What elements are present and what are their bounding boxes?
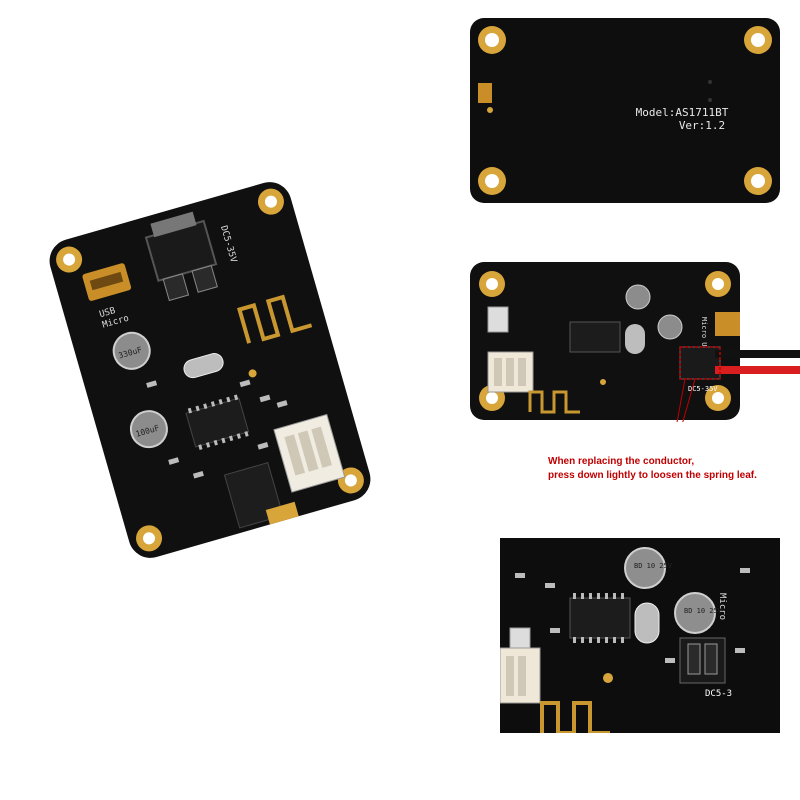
ic-chip	[569, 321, 621, 353]
capacitor	[624, 547, 666, 589]
dc-label: DC5-3	[705, 689, 732, 699]
pcb-body	[470, 18, 780, 203]
dc-label: DC5-35V	[688, 385, 718, 393]
svg-text:BD 10 25V: BD 10 25V	[684, 607, 723, 615]
main-board-photo: DC5-35V USB Micro 330uF 100uF	[40, 180, 380, 560]
annotation-line-1: When replacing the conductor,	[548, 456, 694, 467]
back-board-photo: Model:AS1711BT Ver:1.2	[470, 18, 780, 203]
capacitor	[112, 331, 151, 370]
antenna-trace	[540, 701, 610, 733]
red-wire	[715, 366, 800, 374]
black-wire	[715, 350, 800, 358]
back-board-svg: Model:AS1711BT Ver:1.2	[470, 18, 780, 203]
annotation-line-2: press down lightly to loosen the spring …	[548, 470, 757, 481]
annotation-svg: When replacing the conductor, press down…	[548, 456, 757, 481]
micro-usb-port	[715, 312, 740, 336]
main-board-svg: DC5-35V USB Micro 330uF 100uF	[49, 182, 371, 558]
svg-text:BD 10 25V: BD 10 25V	[634, 562, 673, 570]
wired-board-svg: Micro USB DC5-35V	[470, 262, 800, 461]
usb-label: Micro USB	[700, 317, 708, 355]
usb-label: Micro	[717, 593, 727, 620]
power-terminal	[679, 637, 726, 684]
capacitor	[674, 592, 716, 634]
ic-chip	[569, 597, 631, 639]
model-label: Model:AS1711BT	[636, 106, 729, 119]
antenna-trace	[237, 294, 313, 344]
crystal-oscillator	[183, 353, 224, 379]
detail-board-svg: BD 10 25V BD 10 25V DC5-3 Micro	[500, 538, 780, 733]
annotation-note: When replacing the conductor, press down…	[548, 452, 800, 488]
antenna-trace	[528, 390, 580, 414]
usb-label: USB	[98, 306, 116, 320]
crystal-oscillator	[634, 602, 660, 644]
version-label: Ver:1.2	[679, 119, 725, 132]
capacitor	[129, 410, 168, 449]
highlight-box	[679, 346, 721, 380]
detail-closeup-photo: BD 10 25V BD 10 25V DC5-3 Micro	[500, 538, 780, 733]
wired-board-photo: Micro USB DC5-35V	[470, 262, 800, 461]
crystal-oscillator	[625, 324, 645, 354]
power-terminal	[679, 346, 721, 380]
